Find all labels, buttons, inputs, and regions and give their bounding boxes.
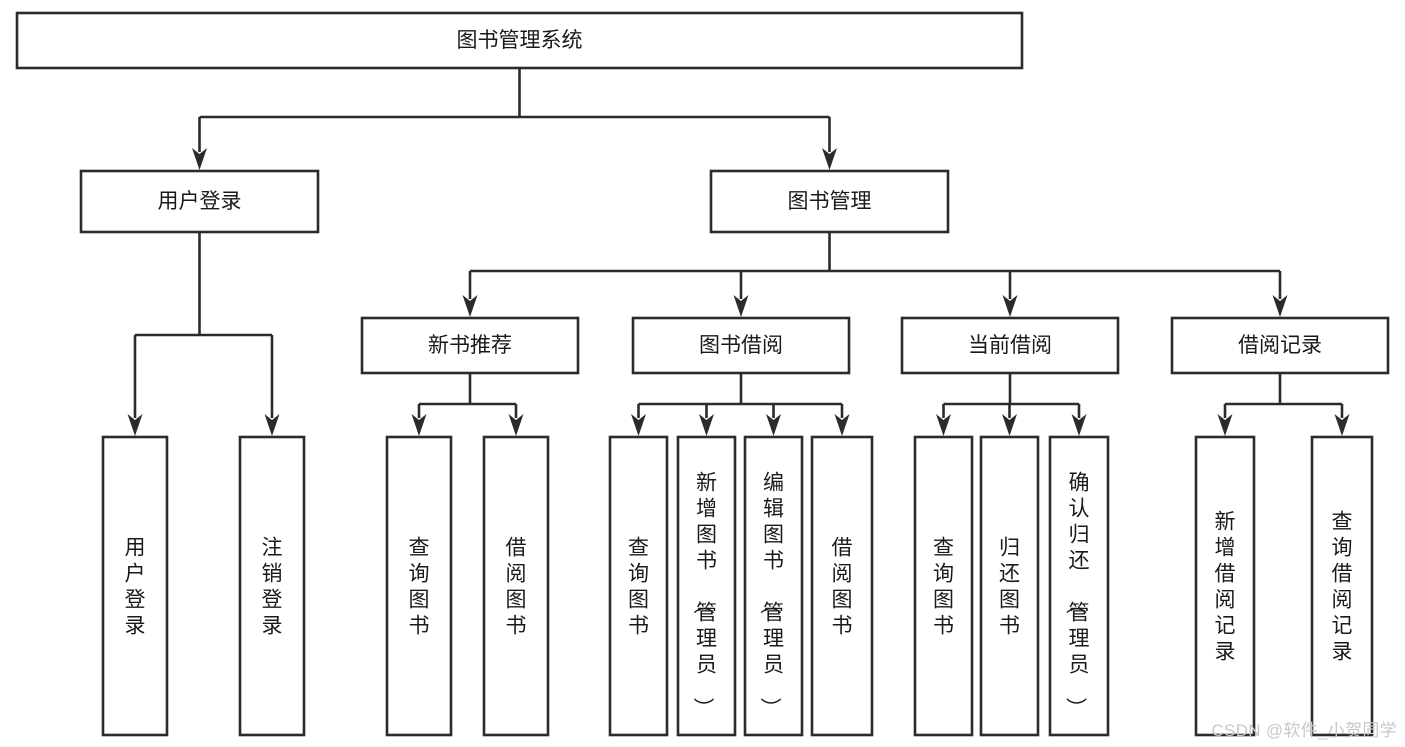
node-label: 编辑图书（管理员）	[758, 471, 784, 718]
connector-group	[631, 373, 850, 436]
arrow-head-icon	[699, 414, 714, 436]
node-box[interactable]	[1194, 435, 1256, 737]
node-box[interactable]	[676, 435, 737, 737]
arrow-head-icon	[733, 295, 749, 317]
node-box[interactable]	[238, 435, 306, 737]
node-label: 借阅图书	[832, 536, 853, 637]
arrow-head-icon	[462, 295, 478, 317]
node-label: 用户登录	[158, 190, 242, 213]
node-leaf-return-book[interactable]: 归还图书	[979, 435, 1040, 737]
node-leaf-logout[interactable]: 注销登录	[238, 435, 306, 737]
node-leaf-edit-book[interactable]: 编辑图书（管理员）	[743, 435, 804, 737]
node-label: 新增借阅记录	[1215, 510, 1236, 663]
arrow-head-icon	[508, 414, 524, 436]
node-leaf-borrow-book-2[interactable]: 借阅图书	[810, 435, 874, 737]
node-label: 查询图书	[933, 536, 954, 637]
arrow-head-icon	[822, 148, 837, 170]
node-box[interactable]	[608, 435, 669, 737]
node-borrow-record[interactable]: 借阅记录	[1170, 316, 1390, 375]
node-new-book-rec[interactable]: 新书推荐	[360, 316, 580, 375]
node-leaf-add-record[interactable]: 新增借阅记录	[1194, 435, 1256, 737]
node-label: 查询图书	[409, 536, 430, 637]
node-leaf-borrow-book-1[interactable]: 借阅图书	[482, 435, 550, 737]
node-label: 新增图书（管理员）	[691, 471, 717, 718]
node-box[interactable]	[385, 435, 453, 737]
arrow-head-icon	[766, 414, 781, 436]
arrow-head-icon	[411, 414, 427, 436]
node-box[interactable]	[360, 316, 580, 375]
arrow-head-icon	[834, 414, 850, 436]
connector-group	[127, 232, 280, 436]
arrow-head-icon	[1272, 295, 1288, 317]
node-leaf-query-book-3[interactable]: 查询图书	[913, 435, 974, 737]
node-label: 借阅记录	[1238, 334, 1322, 357]
node-leaf-confirm-return[interactable]: 确认归还（管理员）	[1048, 435, 1110, 737]
arrow-head-icon	[1002, 414, 1017, 436]
arrow-head-icon	[1002, 295, 1018, 317]
node-box[interactable]	[79, 169, 320, 234]
node-box[interactable]	[1310, 435, 1374, 737]
node-label: 确认归还（管理员）	[1064, 471, 1090, 718]
node-leaf-query-book-1[interactable]: 查询图书	[385, 435, 453, 737]
node-label: 归还图书	[999, 536, 1020, 637]
node-box[interactable]	[709, 169, 950, 234]
node-box[interactable]	[15, 11, 1024, 70]
node-box[interactable]	[631, 316, 851, 375]
node-label: 借阅图书	[506, 536, 527, 637]
node-box[interactable]	[1170, 316, 1390, 375]
node-box[interactable]	[900, 316, 1120, 375]
node-box[interactable]	[101, 435, 169, 737]
node-label: 用户登录	[125, 536, 146, 637]
connector-group	[192, 68, 837, 170]
node-label: 新书推荐	[428, 334, 512, 357]
node-label: 注销登录	[262, 536, 283, 637]
arrow-head-icon	[631, 414, 646, 436]
node-label: 查询借阅记录	[1332, 510, 1353, 663]
node-root[interactable]: 图书管理系统	[15, 11, 1024, 70]
connector-layer	[127, 68, 1350, 436]
connector-group	[936, 373, 1087, 436]
arrow-head-icon	[1217, 414, 1233, 436]
arrow-head-icon	[127, 414, 143, 436]
connector-group	[1217, 373, 1350, 436]
node-label: 图书管理	[788, 190, 872, 213]
arrow-head-icon	[1334, 414, 1350, 436]
node-label: 图书管理系统	[457, 29, 583, 52]
node-leaf-query-record[interactable]: 查询借阅记录	[1310, 435, 1374, 737]
node-leaf-query-book-2[interactable]: 查询图书	[608, 435, 669, 737]
connector-group	[462, 232, 1288, 317]
connector-group	[411, 373, 524, 436]
node-box[interactable]	[810, 435, 874, 737]
arrow-head-icon	[1071, 414, 1087, 436]
node-current-borrow[interactable]: 当前借阅	[900, 316, 1120, 375]
node-box[interactable]	[979, 435, 1040, 737]
node-box[interactable]	[482, 435, 550, 737]
node-layer: 图书管理系统用户登录图书管理新书推荐图书借阅当前借阅借阅记录用户登录注销登录查询…	[15, 11, 1390, 737]
node-label: 图书借阅	[699, 334, 783, 357]
node-label: 当前借阅	[968, 334, 1052, 357]
arrow-head-icon	[936, 414, 951, 436]
node-label: 查询图书	[628, 536, 649, 637]
arrow-head-icon	[192, 148, 207, 170]
node-box[interactable]	[1048, 435, 1110, 737]
node-leaf-user-login[interactable]: 用户登录	[101, 435, 169, 737]
arrow-head-icon	[264, 414, 280, 436]
node-book-borrow[interactable]: 图书借阅	[631, 316, 851, 375]
node-user-login[interactable]: 用户登录	[79, 169, 320, 234]
node-box[interactable]	[743, 435, 804, 737]
node-box[interactable]	[913, 435, 974, 737]
node-book-manage[interactable]: 图书管理	[709, 169, 950, 234]
node-leaf-add-book[interactable]: 新增图书（管理员）	[676, 435, 737, 737]
